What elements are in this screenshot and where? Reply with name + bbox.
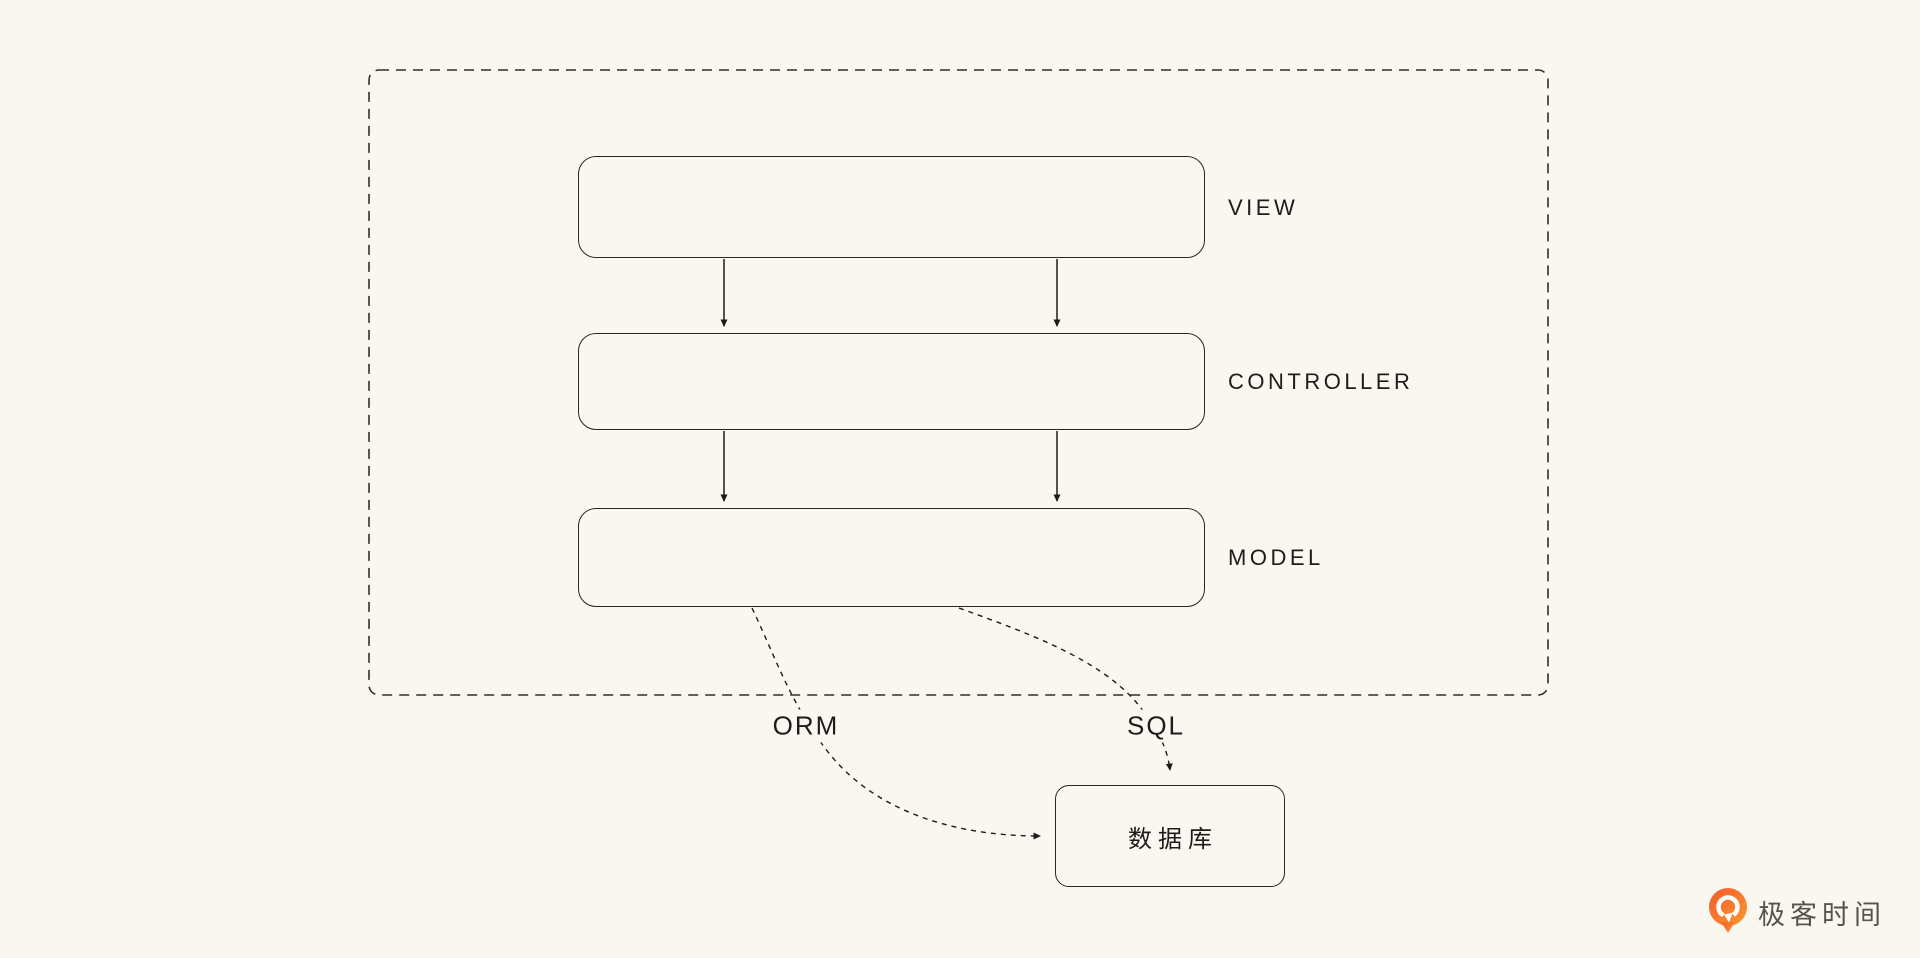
controller-label: CONTROLLER [1228, 369, 1414, 394]
orm-edge-label: ORM [767, 709, 845, 743]
view-label: VIEW [1228, 195, 1299, 220]
curve-model-to-database-sql [958, 607, 1173, 771]
model-label: MODEL [1228, 545, 1324, 570]
curve-model-to-database-orm [751, 607, 1041, 840]
view-box [578, 156, 1205, 258]
geektime-logo-text: 极客时间 [1758, 899, 1886, 930]
database-label: 数据库 [1128, 825, 1218, 853]
database-box: 数据库 [1055, 785, 1285, 887]
geektime-logo: 极客时间 [1706, 886, 1886, 938]
mvc-group-dashed-border [368, 69, 1549, 696]
controller-box [578, 333, 1205, 430]
sql-edge-label: SQL [1121, 709, 1191, 743]
model-box [578, 508, 1205, 607]
geektime-pin-icon [1709, 888, 1747, 933]
